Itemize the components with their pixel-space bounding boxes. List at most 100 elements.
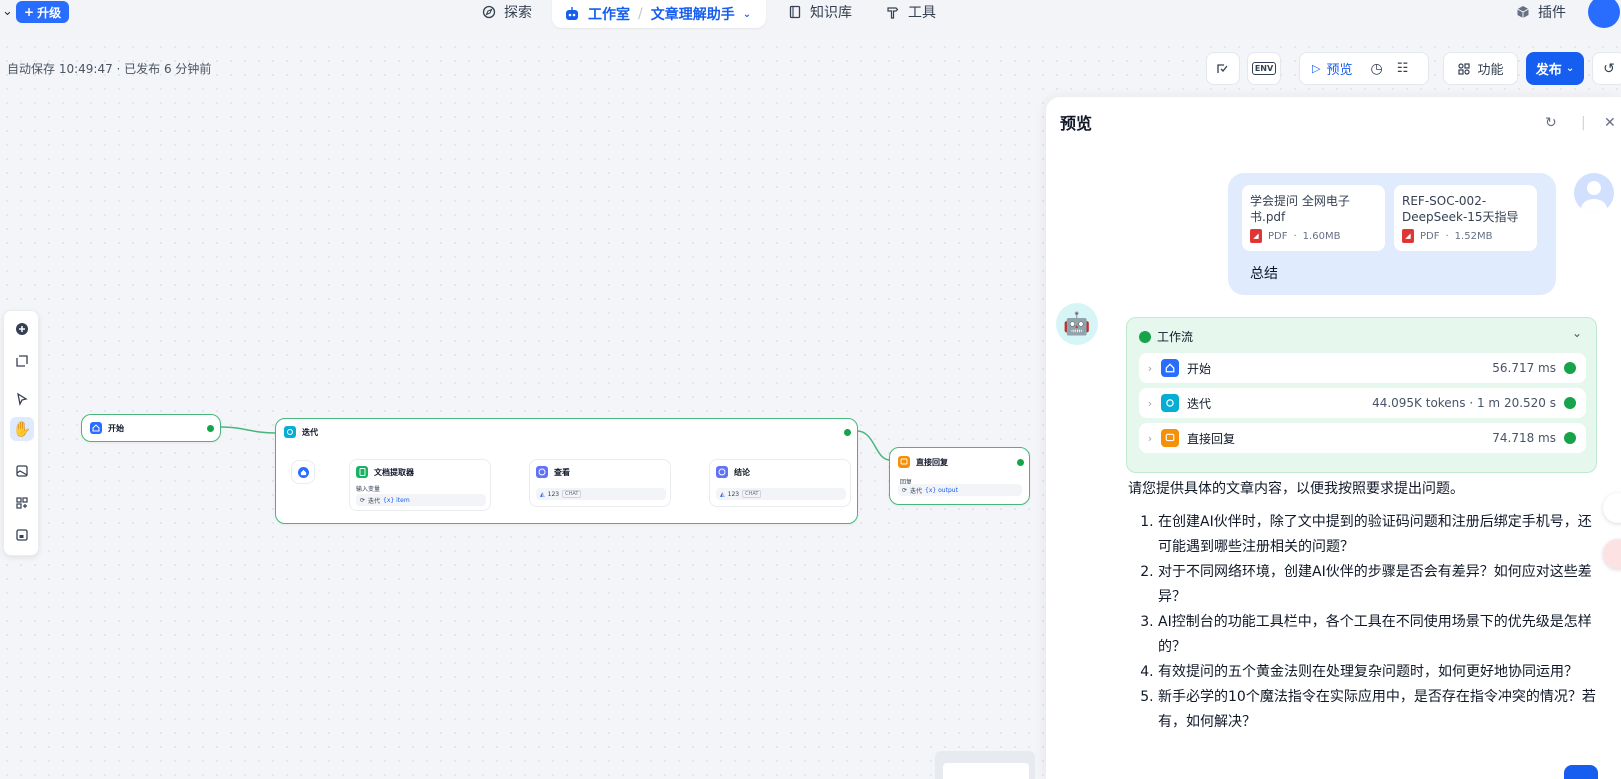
history-run-icon[interactable]: ◷ bbox=[1370, 60, 1383, 77]
organize-nodes-button[interactable] bbox=[10, 491, 34, 515]
chevron-down-icon[interactable]: ⌄ bbox=[1572, 326, 1583, 340]
success-icon bbox=[207, 425, 214, 432]
user-avatar bbox=[1574, 173, 1614, 213]
preview-title: 预览 bbox=[1060, 114, 1093, 133]
success-icon bbox=[1564, 432, 1576, 444]
app-name[interactable]: 文章理解助手 bbox=[650, 7, 735, 23]
version-history-button[interactable]: ↺ bbox=[1592, 52, 1621, 85]
chevron-down-icon[interactable]: ⌄ bbox=[2, 4, 13, 19]
preview-button[interactable]: ▷ 预览 bbox=[1312, 62, 1353, 78]
pdf-icon: ◢ bbox=[1250, 229, 1262, 243]
home-icon bbox=[1161, 359, 1179, 377]
image-icon bbox=[16, 465, 28, 477]
user-message-bubble: 学会提问 全网电子书.pdf ◢ PDF · 1.60MB REF-SOC-00… bbox=[1228, 173, 1556, 295]
loop-icon: ⟳ bbox=[902, 486, 908, 494]
hand-icon: ✋ bbox=[12, 420, 32, 438]
user-message-text: 总结 bbox=[1250, 266, 1278, 282]
upgrade-button[interactable]: + 升级 bbox=[16, 1, 70, 23]
file-card[interactable]: REF-SOC-002-DeepSeek-15天指导手册-... ◢ PDF ·… bbox=[1394, 185, 1537, 251]
chevron-down-icon: ⌄ bbox=[1565, 63, 1575, 74]
llm-icon bbox=[716, 466, 728, 478]
workflow-process-panel: 工作流 ⌄ › 开始 56.717 ms › 迭代 44.095K tokens… bbox=[1126, 317, 1597, 473]
check-circle-icon bbox=[1139, 330, 1151, 343]
home-icon bbox=[90, 422, 102, 434]
send-button[interactable] bbox=[1564, 765, 1598, 779]
file-card[interactable]: 学会提问 全网电子书.pdf ◢ PDF · 1.60MB bbox=[1242, 185, 1385, 251]
robot-icon bbox=[566, 7, 578, 20]
plus-icon: + bbox=[24, 5, 35, 19]
iteration-start-node[interactable] bbox=[291, 460, 315, 484]
chevron-right-icon: › bbox=[1147, 396, 1153, 410]
llm-icon bbox=[536, 466, 548, 478]
nav-knowledge[interactable]: 知识库 bbox=[788, 2, 852, 22]
model-field: ◭ 123 CHAT bbox=[716, 488, 846, 500]
account-avatar[interactable] bbox=[1588, 0, 1620, 28]
cursor-icon bbox=[17, 392, 28, 406]
list-item: 对于不同网络环境，创建AI伙伴的步骤是否会有差异？如何应对这些差异？ bbox=[1158, 560, 1598, 610]
nav-explore[interactable]: 探索 bbox=[482, 2, 532, 22]
checklist-button[interactable] bbox=[1206, 52, 1240, 85]
publish-button[interactable]: 发布 ⌄ bbox=[1526, 52, 1584, 85]
workflow-process-header[interactable]: 工作流 bbox=[1139, 328, 1193, 345]
success-icon bbox=[1017, 459, 1024, 466]
play-icon: ▷ bbox=[1312, 62, 1321, 75]
node-check[interactable]: 查看 ◭ 123 CHAT bbox=[529, 459, 671, 507]
reply-icon bbox=[1161, 429, 1179, 447]
minimap[interactable] bbox=[935, 751, 1035, 779]
env-button[interactable]: ENV bbox=[1247, 52, 1281, 85]
list-item: 有效提问的五个黄金法则在处理复杂问题时，如何更好地协同运用？ bbox=[1158, 660, 1598, 685]
features-icon bbox=[1458, 62, 1471, 75]
document-icon bbox=[356, 466, 368, 478]
divider: | bbox=[1581, 115, 1586, 131]
workflow-step-row[interactable]: › 直接回复 74.718 ms bbox=[1139, 423, 1586, 453]
chevron-right-icon: › bbox=[1147, 361, 1153, 375]
model-logo-icon: ◭ bbox=[540, 490, 545, 498]
node-direct-reply[interactable]: 直接回复 回复 ⟳ 迭代 {x} output bbox=[889, 447, 1030, 505]
node-start[interactable]: 开始 bbox=[81, 414, 221, 442]
answer-intro: 请您提供具体的文章内容，以便我按照要求提出问题。 bbox=[1128, 481, 1464, 497]
preview-group: ▷ 预览 ◷ ☷ bbox=[1299, 52, 1429, 85]
list-item: 在创建AI伙伴时，除了文中提到的验证码问题和注册后绑定手机号，还可能遇到哪些注册… bbox=[1158, 510, 1598, 560]
cube-icon bbox=[1517, 6, 1529, 18]
loop-icon bbox=[1161, 394, 1179, 412]
checklist-icon bbox=[1217, 63, 1228, 73]
node-conclusion[interactable]: 结论 ◭ 123 CHAT bbox=[709, 459, 851, 507]
add-note-button[interactable] bbox=[10, 349, 34, 373]
loop-icon bbox=[284, 426, 296, 438]
refresh-icon[interactable]: ↻ bbox=[1545, 115, 1557, 131]
list-item: AI控制台的功能工具栏中，各个工具在不同使用场景下的优先级是怎样的？ bbox=[1158, 610, 1598, 660]
plus-circle-icon bbox=[16, 323, 28, 335]
success-icon bbox=[1564, 362, 1576, 374]
chevron-down-icon[interactable]: ⌄ bbox=[742, 8, 752, 20]
node-doc-extractor[interactable]: 文档提取器 输入变量 ⟳ 迭代 {x} item bbox=[349, 459, 491, 511]
workflow-edges bbox=[220, 426, 891, 472]
loop-icon: ⟳ bbox=[360, 496, 366, 504]
nav-tools[interactable]: 工具 bbox=[886, 2, 936, 22]
translate-icon[interactable] bbox=[1603, 539, 1621, 569]
preview-panel: 预览 ↻ | ✕ 学会提问 全网电子书.pdf ◢ PDF · 1.60MB R… bbox=[1046, 97, 1621, 779]
nav-plugins[interactable]: 插件 bbox=[1516, 2, 1566, 22]
add-node-button[interactable] bbox=[10, 317, 34, 341]
history-icon: ↺ bbox=[1603, 60, 1615, 77]
minimap-toggle-button[interactable] bbox=[10, 523, 34, 547]
nav-studio[interactable]: 工作室 / 文章理解助手 ⌄ bbox=[552, 0, 766, 28]
pointer-mode-button[interactable] bbox=[10, 387, 34, 411]
workflow-step-row[interactable]: › 开始 56.717 ms bbox=[1139, 353, 1586, 383]
workflow-step-row[interactable]: › 迭代 44.095K tokens · 1 m 20.520 s bbox=[1139, 388, 1586, 418]
reply-variable-field: ⟳ 迭代 {x} output bbox=[898, 484, 1022, 496]
hand-mode-button[interactable]: ✋ bbox=[10, 417, 34, 441]
close-icon[interactable]: ✕ bbox=[1604, 115, 1616, 131]
features-button[interactable]: 功能 bbox=[1443, 52, 1518, 85]
checklist-icon[interactable]: ☷ bbox=[1396, 61, 1409, 76]
env-icon: ENV bbox=[1251, 62, 1277, 75]
chevron-right-icon: › bbox=[1147, 431, 1153, 445]
chat-input-area[interactable] bbox=[1046, 755, 1621, 779]
node-iteration[interactable]: 迭代 文档提取器 输入变量 ⟳ 迭代 {x} item 查看 bbox=[275, 418, 858, 524]
grid-icon[interactable] bbox=[1603, 493, 1621, 523]
pdf-icon: ◢ bbox=[1402, 229, 1414, 243]
grid-icon bbox=[16, 497, 28, 509]
hammer-icon bbox=[887, 7, 899, 19]
input-variable-field: ⟳ 迭代 {x} item bbox=[356, 494, 486, 506]
export-image-button[interactable] bbox=[10, 459, 34, 483]
top-navigation: ⌄ + 升级 探索 工作室 / 文章理解助手 ⌄ 知识库 工具 插件 bbox=[0, 0, 1621, 40]
